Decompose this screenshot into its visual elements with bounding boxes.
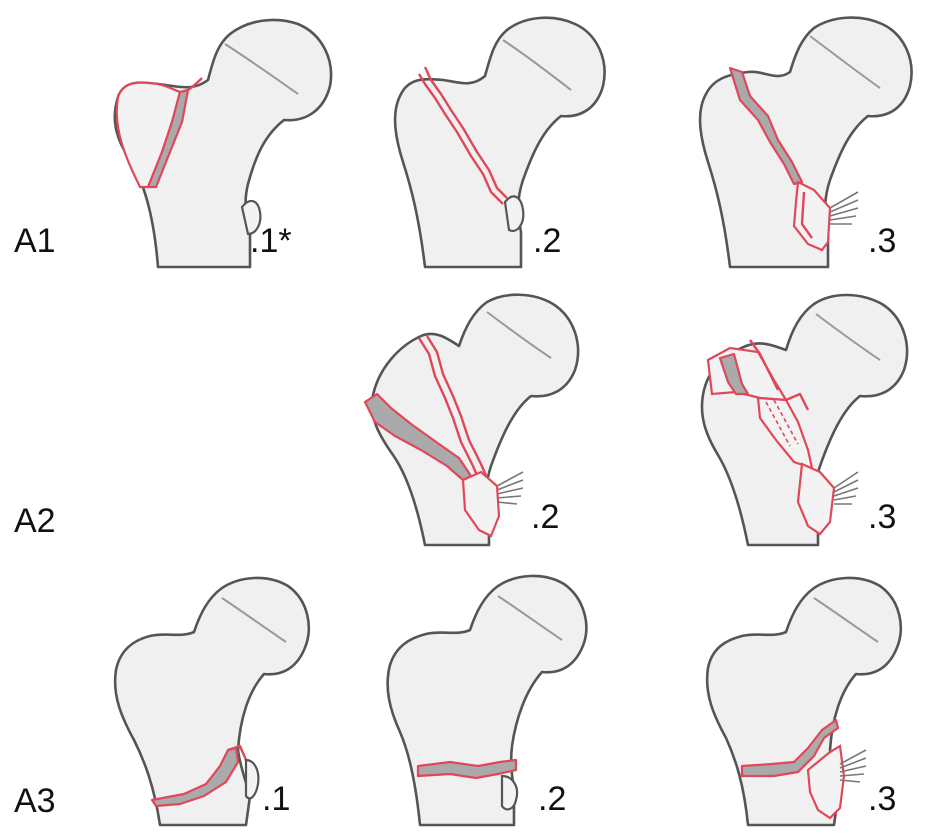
sublabel-a2-3: .3: [868, 498, 896, 537]
panel-a3-3: .3: [690, 570, 920, 830]
panel-a2-2: .2: [355, 290, 615, 550]
sublabel-a2-2: .2: [531, 498, 559, 537]
panel-a3-1: .1: [100, 570, 340, 830]
panel-a1-2: .2: [385, 12, 615, 272]
panel-a1-3: .3: [690, 12, 920, 272]
sublabel-a3-2: .2: [538, 780, 566, 819]
panel-a2-3: .3: [690, 290, 920, 550]
sublabel-a1-1: .1*: [250, 222, 292, 261]
sublabel-a1-2: .2: [533, 222, 561, 261]
sublabel-a3-1: .1: [262, 780, 290, 819]
sublabel-a1-3: .3: [868, 222, 896, 261]
sublabel-a3-3: .3: [868, 780, 896, 819]
row-label-a2: A2: [14, 502, 56, 541]
panel-a3-2: .2: [380, 570, 620, 830]
row-label-a3: A3: [14, 782, 56, 821]
row-label-a1: A1: [14, 222, 56, 261]
panel-a1-1: .1*: [100, 12, 360, 267]
